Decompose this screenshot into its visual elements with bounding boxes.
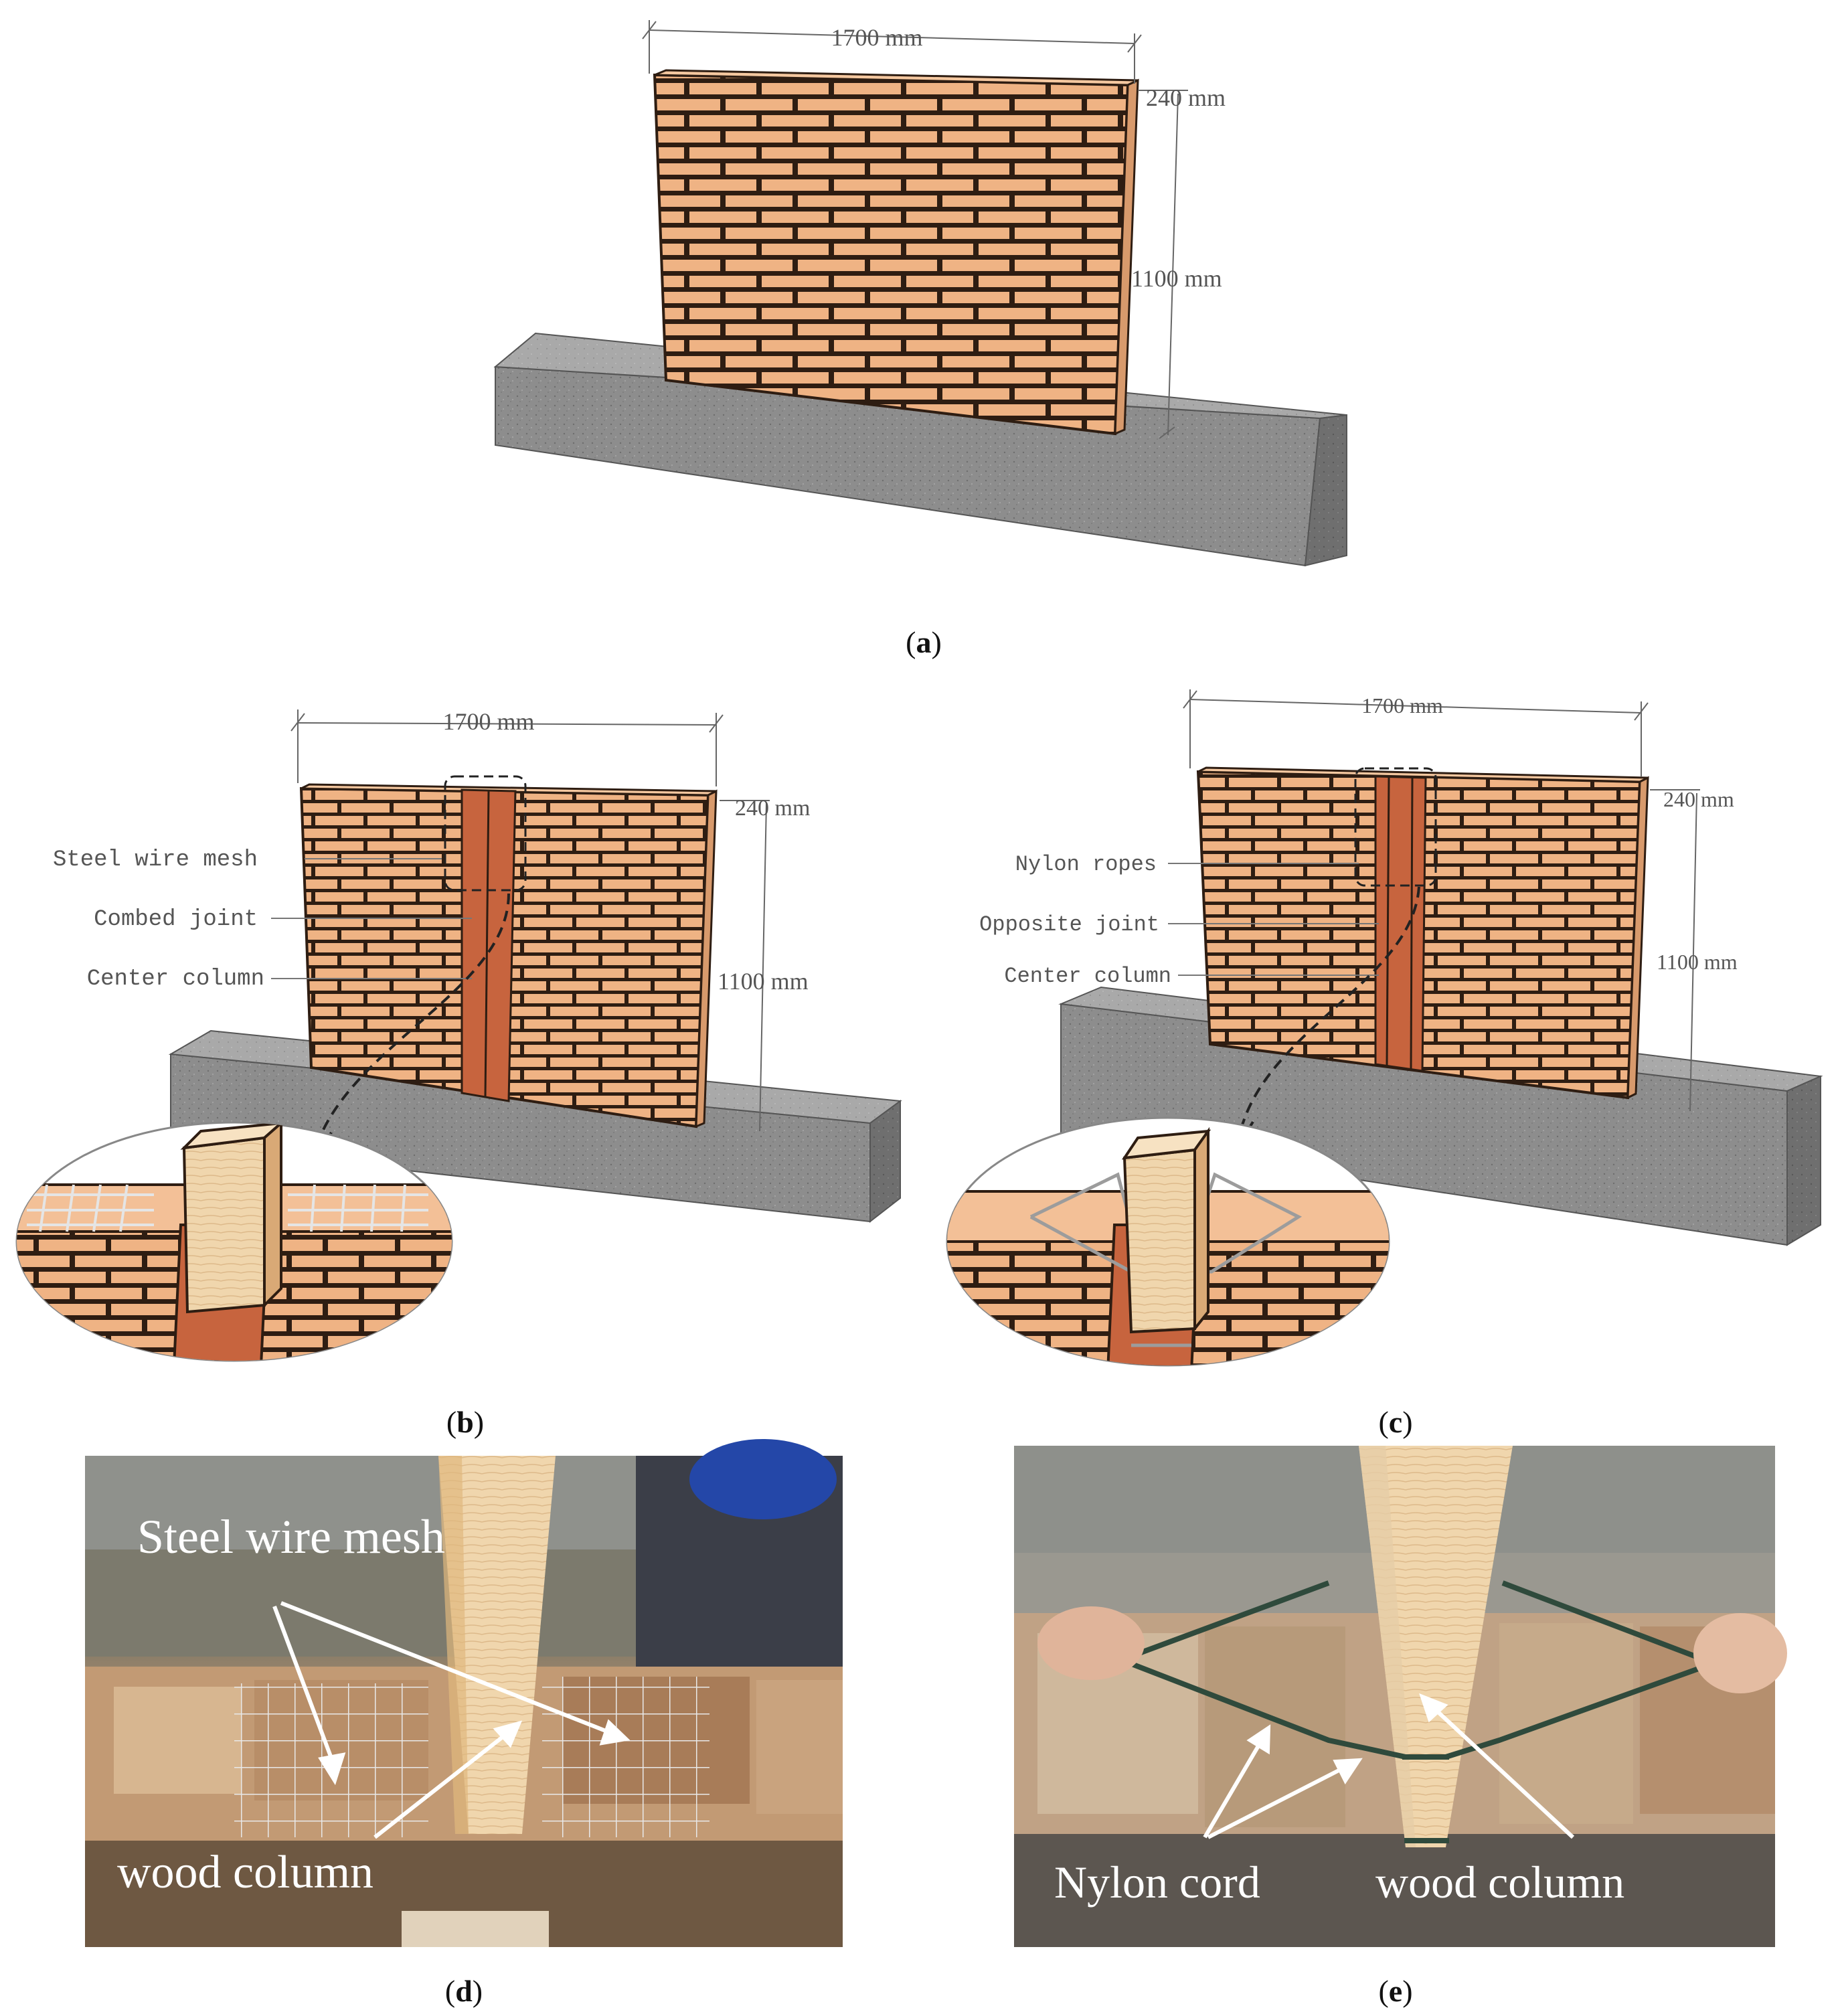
arrows-d: [272, 1601, 631, 1839]
panel-a: 1700 mm 240 mm 1100 mm (a): [493, 20, 1347, 659]
panel-d: Steel wire mesh wood column (d): [85, 1439, 843, 2008]
dim-thickness-b: 240 mm: [735, 796, 810, 821]
dim-width-c: 1700 mm: [1361, 693, 1443, 718]
dimension-lines-c: [1168, 689, 1700, 1149]
detail-box-b: [444, 775, 527, 892]
dim-width-b: 1700 mm: [442, 708, 534, 735]
detail-box-c: [1354, 767, 1437, 887]
label-nylon-ropes-c: Nylon ropes: [1015, 852, 1157, 877]
caption-d: (d): [445, 1974, 483, 2008]
caption-c: (c): [1378, 1405, 1412, 1439]
label-nylon-cord-e: Nylon cord: [1054, 1857, 1260, 1908]
caption-b: (b): [446, 1405, 484, 1439]
wood-column-d: [438, 1456, 556, 1834]
left-hand: [1037, 1606, 1145, 1680]
panel-c: 1700 mm 240 mm 1100 mm Nylon ropes Oppos…: [946, 689, 1823, 1439]
right-hand: [1693, 1613, 1787, 1693]
caption-b-letter: b: [456, 1405, 474, 1439]
label-combed-joint-b: Combed joint: [94, 907, 258, 932]
caption-d-letter: d: [455, 1974, 473, 2008]
label-wood-column-d: wood column: [117, 1847, 373, 1898]
panel-e: Nylon cord wood column (e): [1014, 1446, 1787, 2008]
caption-e: (e): [1378, 1974, 1412, 2008]
caption-c-letter: c: [1389, 1405, 1402, 1439]
brick-wall-a: [653, 69, 1139, 436]
photo-d: [85, 1439, 843, 1947]
caption-a-letter: a: [916, 625, 932, 659]
center-column-b: [461, 788, 517, 1102]
mesh-right-d: [542, 1677, 709, 1837]
dim-height-b: 1100 mm: [718, 968, 809, 995]
arrows-e: [1203, 1693, 1575, 1839]
brick-wall-c: [1196, 766, 1649, 1100]
dimension-lines-b: [271, 709, 770, 1159]
blue-helmet: [689, 1439, 837, 1519]
brick-wall-b: [299, 775, 718, 1128]
caption-a: (a): [906, 625, 942, 659]
panel-b: 1700 mm 240 mm 1100 mm Steel wire mesh C…: [15, 708, 902, 1439]
dim-thickness-c: 240 mm: [1663, 787, 1734, 811]
label-center-column-c: Center column: [1004, 964, 1171, 989]
dim-height-c: 1100 mm: [1657, 950, 1738, 974]
label-wood-column-e: wood column: [1375, 1857, 1624, 1908]
center-column-c: [1374, 775, 1427, 1072]
dim-thickness-a: 240 mm: [1146, 84, 1226, 111]
caption-e-letter: e: [1389, 1974, 1402, 2008]
label-center-column-b: Center column: [87, 967, 264, 992]
label-steel-wire-mesh-d: Steel wire mesh: [137, 1510, 445, 1564]
dimension-lines-a: [642, 20, 1188, 439]
label-opposite-joint-c: Opposite joint: [979, 912, 1159, 937]
nylon-cord-e: [1113, 1580, 1722, 1843]
label-steel-wire-mesh-b: Steel wire mesh: [53, 847, 258, 873]
dim-height-a: 1100 mm: [1131, 265, 1222, 292]
photo-e: [1014, 1446, 1787, 1947]
dim-width-a: 1700 mm: [831, 24, 922, 51]
